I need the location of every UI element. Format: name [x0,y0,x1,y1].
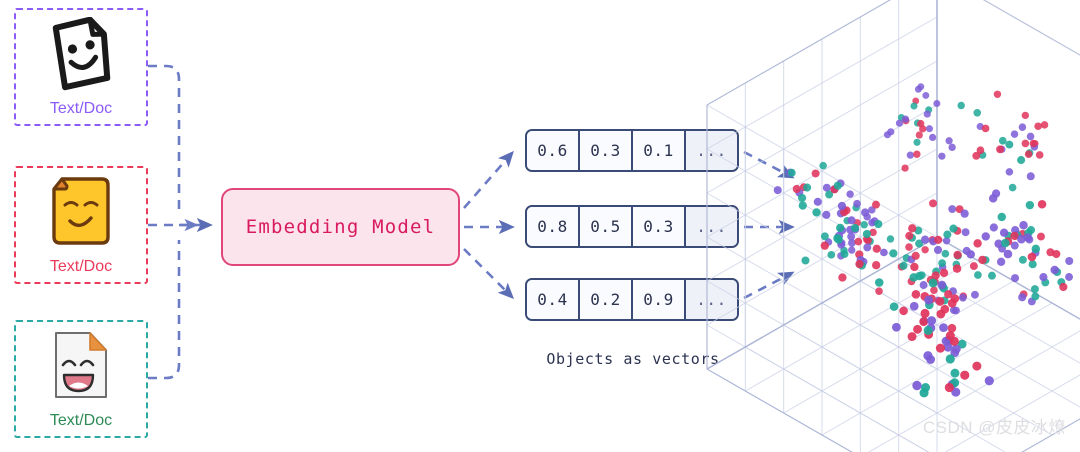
connector-model-to-vector3 [463,248,515,300]
connector-source3-to-model [148,240,181,380]
embedding-model-node[interactable]: Embedding Model [221,188,460,266]
vector-cell-ellipsis: ... [686,207,737,246]
vector-cell: 0.4 [527,280,580,319]
vector-cell: 0.6 [527,131,580,170]
vector-cell: 0.9 [633,280,686,319]
document-smirk-yellow-icon [46,175,116,256]
source-group-2[interactable]: Text/Doc [14,166,148,284]
connector-vector3-to-space [743,271,795,300]
vector-cell: 0.1 [633,131,686,170]
vector-cell-ellipsis: ... [686,131,737,170]
document-smiley-outline-icon [44,16,118,98]
source-group-3[interactable]: Text/Doc [14,320,148,438]
vector-row-3[interactable]: 0.4 0.2 0.9 ... [525,278,739,321]
vector-row-2[interactable]: 0.8 0.5 0.3 ... [525,205,739,248]
vector-cell-ellipsis: ... [686,280,737,319]
vector-cell: 0.2 [580,280,633,319]
vector-cell: 0.3 [580,131,633,170]
connector-model-to-vector1 [463,150,514,209]
vector-cell: 0.8 [527,207,580,246]
vector-cell: 0.3 [633,207,686,246]
watermark: CSDN @皮皮冰燎 [922,418,1066,437]
vector-cell: 0.5 [580,207,633,246]
embedding-model-label: Embedding Model [245,216,436,238]
connector-source1-to-model [148,64,181,212]
vector-row-1[interactable]: 0.6 0.3 0.1 ... [525,129,739,172]
source-label-3: Text/Doc [49,411,113,429]
source-label-2: Text/Doc [49,257,113,275]
document-laughing-white-icon [46,329,116,410]
source-group-1[interactable]: Text/Doc [14,8,148,126]
vectors-caption: Objects as vectors [546,350,720,368]
connector-vector1-to-space [743,150,795,179]
source-label-1: Text/Doc [49,99,113,117]
